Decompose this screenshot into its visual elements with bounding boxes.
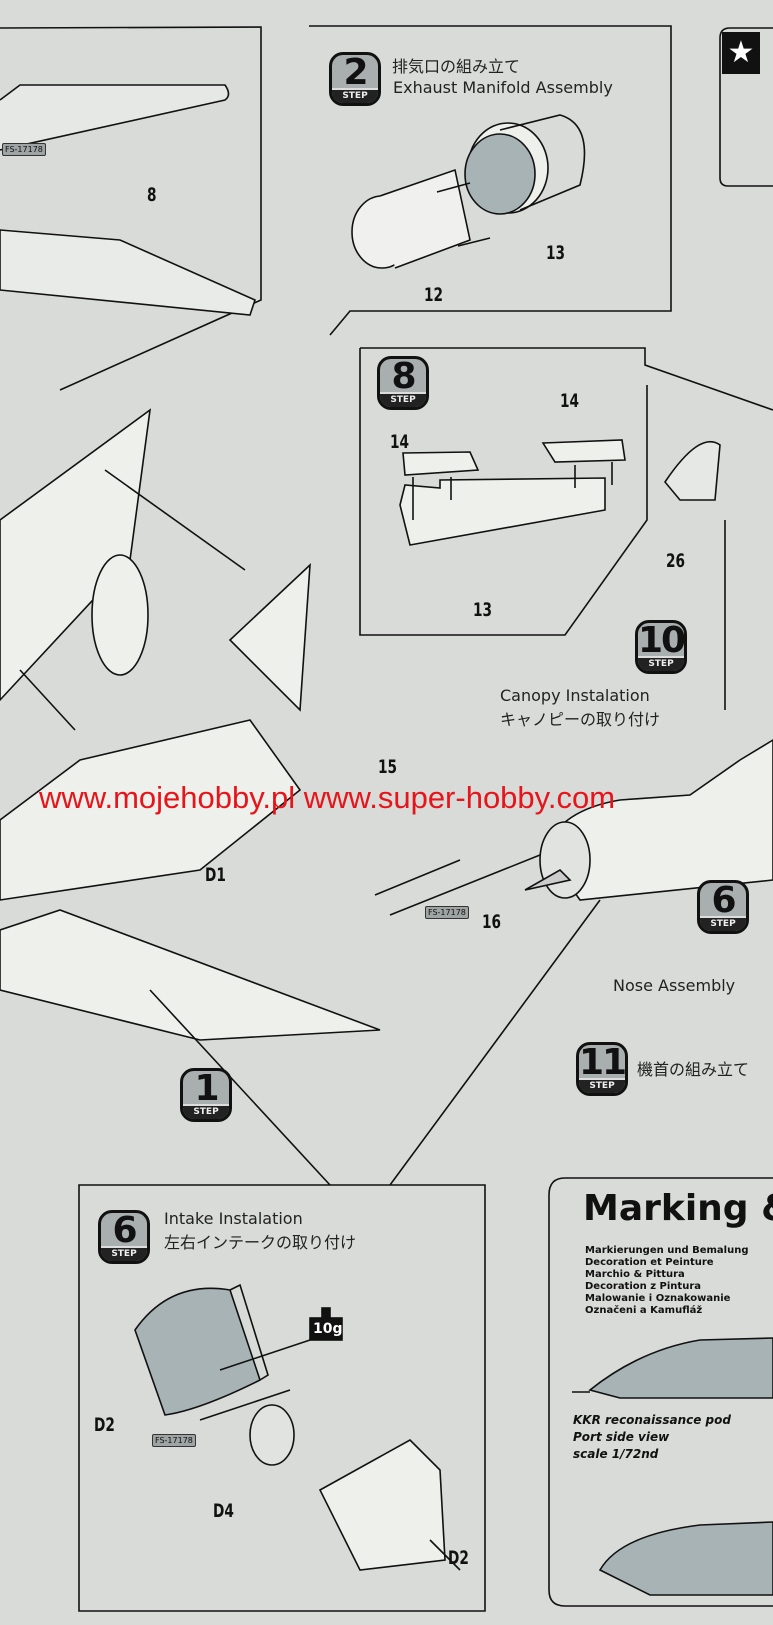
- panel-border-step2: [309, 25, 672, 336]
- marking-subtitle: Decoration et Peinture: [585, 1257, 714, 1268]
- step-word: STEP: [579, 1078, 625, 1093]
- part-label: 13: [473, 599, 493, 621]
- panel-border-step6-intake: [78, 1184, 486, 1612]
- step11-title-en: Nose Assembly: [613, 976, 736, 995]
- step-number: 1: [194, 1068, 219, 1109]
- step-number: 6: [711, 880, 736, 921]
- step6-intake-title-en: Intake Instalation: [164, 1209, 303, 1228]
- step10-title-jp: キャノピーの取り付け: [500, 710, 661, 729]
- step-word: STEP: [332, 88, 378, 103]
- step-word: STEP: [101, 1246, 147, 1261]
- marking-title: Marking &: [583, 1188, 773, 1229]
- step-word: STEP: [183, 1104, 229, 1119]
- step-word: STEP: [380, 392, 426, 407]
- part-label: D4: [213, 1500, 234, 1522]
- step6-intake-title-jp: 左右インテークの取り付け: [164, 1233, 357, 1252]
- step-word: STEP: [638, 656, 684, 671]
- weight-label: 10g: [313, 1321, 343, 1337]
- paint-code-tag: FS-17178: [152, 1434, 196, 1447]
- part-label: 16: [482, 911, 502, 933]
- step-number: 8: [391, 356, 416, 397]
- step2-title-jp: 排気口の組み立て: [392, 57, 521, 76]
- panel-border-step1-wing: [0, 26, 262, 391]
- step10-title-en: Canopy Instalation: [500, 686, 650, 705]
- part-label: 26: [666, 550, 686, 572]
- part-label: 12: [424, 284, 444, 306]
- step11-title-jp: 機首の組み立て: [637, 1060, 750, 1079]
- marking-subtitles: Markierungen und Bemalung Decoration et …: [585, 1245, 748, 1317]
- marking-caption: KKR reconaissance pod Port side view sca…: [573, 1412, 731, 1463]
- marking-subtitle: Markierungen und Bemalung: [585, 1245, 749, 1256]
- paint-code-tag: FS-17178: [425, 906, 469, 919]
- paint-code-tag: FS-17178: [2, 143, 46, 156]
- part-label: 14: [560, 390, 580, 412]
- step-number: 10: [638, 620, 685, 661]
- step2-title-en: Exhaust Manifold Assembly: [393, 78, 613, 97]
- marking-subtitle: Decoration z Pintura: [585, 1281, 701, 1292]
- caption-line: Port side view: [573, 1430, 670, 1444]
- step-number: 6: [112, 1210, 137, 1251]
- caption-line: scale 1/72nd: [573, 1447, 659, 1461]
- part-label: 8: [147, 184, 157, 206]
- part-label: 14: [390, 431, 410, 453]
- caption-line: KKR reconaissance pod: [573, 1413, 731, 1427]
- part-label: 15: [378, 756, 398, 778]
- part-label: D1: [205, 864, 226, 886]
- part-label: D2: [448, 1547, 469, 1569]
- part-label: D2: [94, 1414, 115, 1436]
- marking-subtitle: Označeni a Kamufláž: [585, 1305, 703, 1316]
- part-label: 13: [546, 242, 566, 264]
- star-icon: ★: [722, 32, 760, 74]
- step-number: 2: [343, 52, 368, 93]
- step-word: STEP: [700, 916, 746, 931]
- step-number: 11: [579, 1042, 626, 1083]
- marking-subtitle: Malowanie i Oznakowanie: [585, 1293, 731, 1304]
- watermark: www.mojehobby.pl www.super-hobby.com: [39, 780, 616, 815]
- marking-subtitle: Marchio & Pittura: [585, 1269, 685, 1280]
